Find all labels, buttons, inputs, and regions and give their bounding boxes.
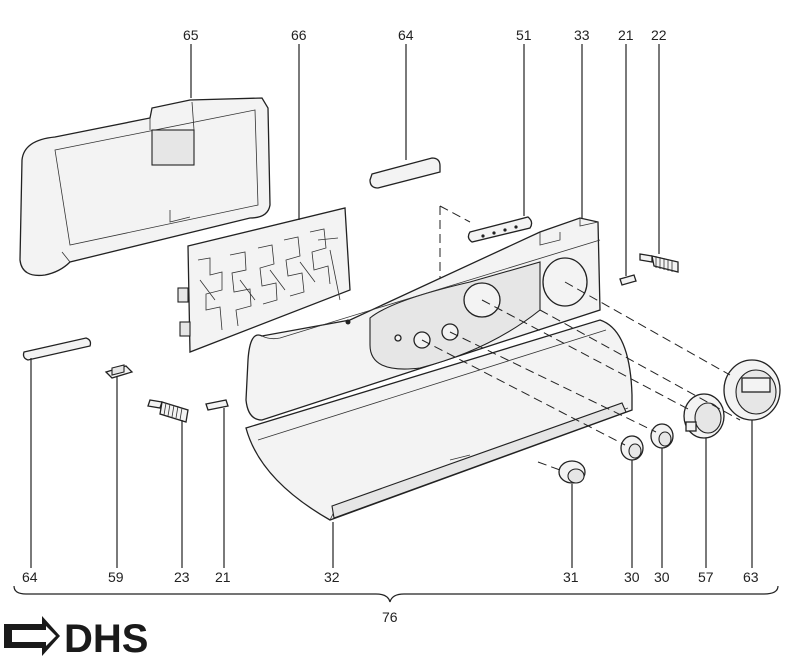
callout-59: 59 xyxy=(108,569,124,585)
callout-64-top: 64 xyxy=(398,27,414,43)
callout-31: 31 xyxy=(563,569,579,585)
callout-labels: 65 66 64 51 33 21 22 64 59 23 21 32 31 3… xyxy=(22,27,759,625)
alignment-lines xyxy=(421,281,741,446)
callout-64-bottom: 64 xyxy=(22,569,38,585)
part-23-spring-clip xyxy=(147,399,189,423)
dhs-logo: DHS xyxy=(4,616,148,661)
callout-32: 32 xyxy=(324,569,340,585)
part-30-knob-b xyxy=(650,423,674,449)
part-22-spring-clip xyxy=(639,253,679,273)
callout-66: 66 xyxy=(291,27,307,43)
part-21-top-pin xyxy=(619,274,637,286)
callout-51: 51 xyxy=(516,27,532,43)
callout-21-top: 21 xyxy=(618,27,634,43)
callout-33: 33 xyxy=(574,27,590,43)
assembly-brace xyxy=(13,585,779,603)
part-64-bottom-bar xyxy=(22,337,92,361)
part-64-top-bar xyxy=(369,157,441,189)
part-66-circuit-board xyxy=(177,207,351,353)
callout-76: 76 xyxy=(382,609,398,625)
callout-30-a: 30 xyxy=(624,569,640,585)
part-21-bottom-pin xyxy=(205,399,229,411)
part-63-display xyxy=(723,359,781,421)
part-33-front-console xyxy=(245,217,601,421)
callout-63: 63 xyxy=(743,569,759,585)
dhs-arrow-logo-icon xyxy=(4,616,60,656)
part-51-led-strip xyxy=(439,205,533,312)
callout-22: 22 xyxy=(651,27,667,43)
callout-23: 23 xyxy=(174,569,190,585)
part-30-knob-a xyxy=(620,435,644,461)
callout-65: 65 xyxy=(183,27,199,43)
callout-57: 57 xyxy=(698,569,714,585)
part-32-lower-shell xyxy=(245,319,633,521)
part-57-gauge xyxy=(683,393,725,439)
part-65-rear-cover xyxy=(19,97,271,277)
callout-30-b: 30 xyxy=(654,569,670,585)
logo-text: DHS xyxy=(64,617,148,661)
callout-21-bottom: 21 xyxy=(215,569,231,585)
part-59-clip xyxy=(104,364,134,379)
part-31-knob xyxy=(537,460,586,484)
leader-lines xyxy=(30,44,753,568)
